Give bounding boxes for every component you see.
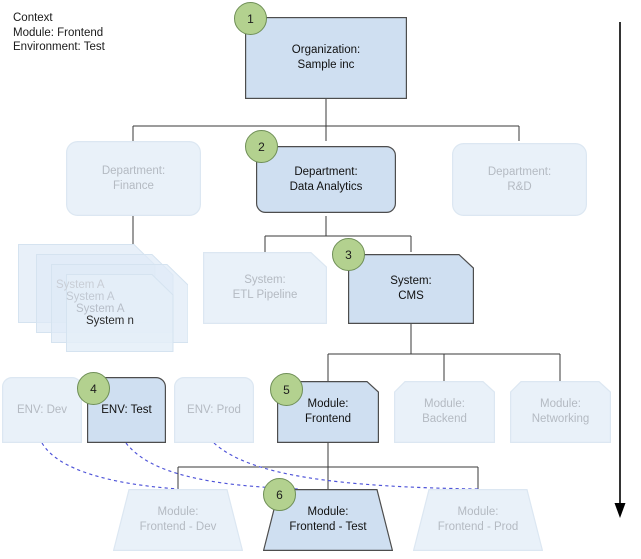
system-cms-shape: [348, 254, 474, 324]
department-rd[interactable]: Department: R&D: [452, 143, 587, 216]
module-frontend-prod[interactable]: Module: Frontend - Prod: [413, 489, 543, 551]
module-backend-shape: [394, 381, 495, 443]
module-networking-shape: [510, 381, 611, 443]
step-badge-6[interactable]: 6: [263, 478, 296, 511]
step-badge-2[interactable]: 2: [245, 130, 278, 163]
department-finance-shape: [66, 141, 201, 216]
organization-shape: [245, 17, 407, 99]
system-stack-shape: [18, 244, 188, 352]
organization-sample-inc[interactable]: Organization: Sample inc: [245, 17, 407, 99]
system-stack-label-2: System A: [66, 291, 115, 303]
step-badge-4-label: 4: [90, 381, 97, 396]
system-etl-pipeline[interactable]: System: ETL Pipeline: [203, 252, 327, 324]
env-dev-shape: [2, 377, 82, 443]
context-note: Context Module: Frontend Environment: Te…: [13, 12, 105, 53]
module-networking[interactable]: Module: Networking: [510, 381, 611, 443]
system-stack-labels: System A System A System A System n: [18, 244, 188, 352]
department-data-analytics-shape: [256, 146, 396, 213]
department-data-analytics[interactable]: Department: Data Analytics: [256, 146, 396, 213]
system-etl-shape: [203, 252, 327, 324]
module-frontend-dev[interactable]: Module: Frontend - Dev: [113, 489, 243, 551]
department-rd-shape: [452, 143, 587, 216]
system-stack-label-4: System n: [86, 315, 134, 327]
department-finance[interactable]: Department: Finance: [66, 141, 201, 216]
dashed-link-dev: [41, 442, 179, 490]
system-stack-label-1: System A: [56, 279, 105, 291]
env-prod-shape: [174, 377, 254, 443]
step-badge-4[interactable]: 4: [77, 372, 110, 405]
step-badge-1[interactable]: 1: [234, 2, 267, 35]
step-badge-6-label: 6: [276, 487, 283, 502]
module-backend[interactable]: Module: Backend: [394, 381, 495, 443]
step-badge-5-label: 5: [283, 382, 290, 397]
module-frontend-dev-shape: [113, 489, 243, 551]
step-badge-5[interactable]: 5: [270, 373, 303, 406]
step-badge-3-label: 3: [345, 247, 352, 262]
module-frontend-prod-shape: [413, 489, 543, 551]
step-badge-1-label: 1: [247, 11, 254, 26]
downward-flow-arrow: [614, 22, 626, 518]
step-badge-3[interactable]: 3: [332, 238, 365, 271]
system-stack[interactable]: System A System A System A System n: [18, 244, 188, 352]
module-frontend-test-shape: [263, 489, 393, 551]
env-prod[interactable]: ENV: Prod: [174, 377, 254, 443]
system-stack-label-3: System A: [76, 303, 125, 315]
step-badge-2-label: 2: [258, 139, 265, 154]
system-cms[interactable]: System: CMS: [348, 254, 474, 324]
env-dev[interactable]: ENV: Dev: [2, 377, 82, 443]
dashed-link-prod: [213, 442, 479, 490]
